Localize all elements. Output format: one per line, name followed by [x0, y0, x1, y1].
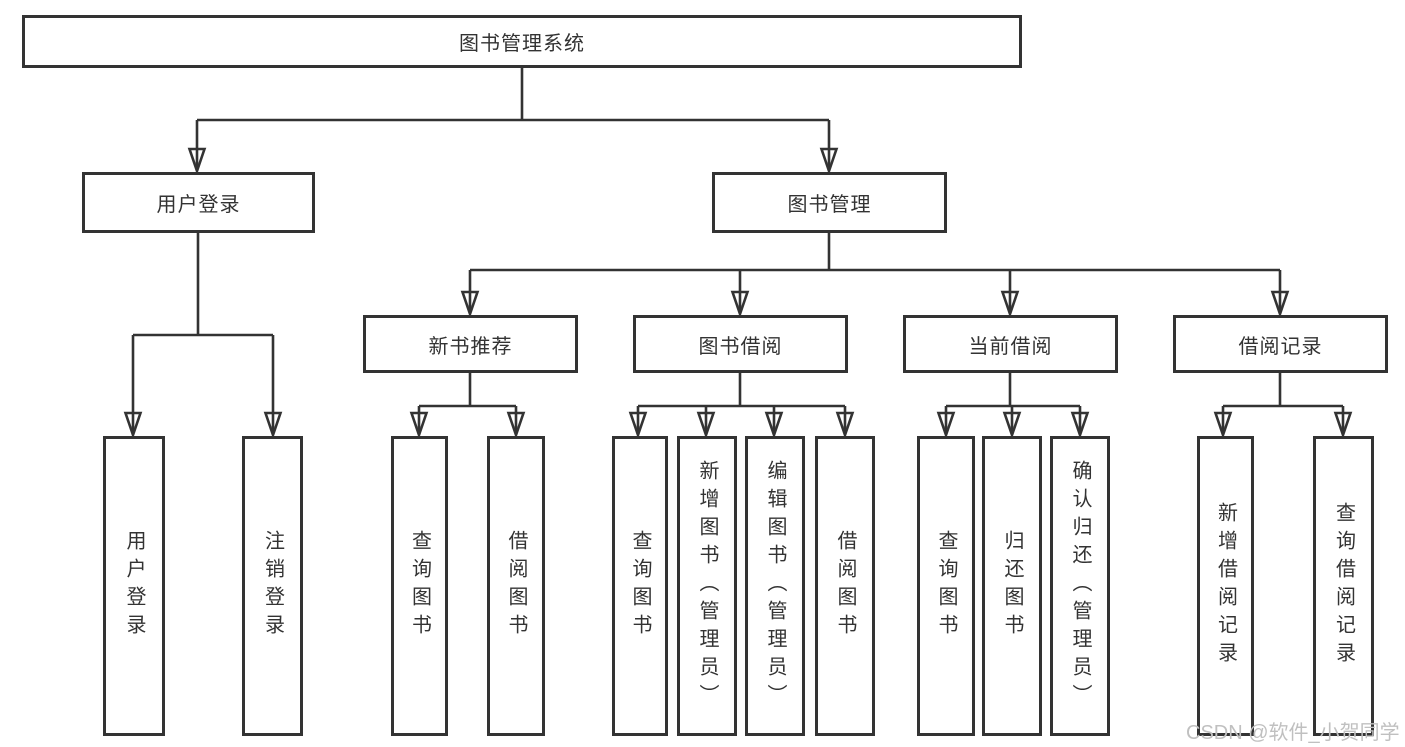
node-user-login: 用户登录 — [82, 172, 315, 233]
node-label: 借阅图书 — [834, 530, 856, 642]
csdn-watermark: CSDN @软件_小贺同学 — [1186, 722, 1400, 744]
node-borrow-books: 借阅图书 — [815, 436, 875, 736]
node-label: 用户登录 — [156, 194, 241, 216]
node-query-books-current: 查询图书 — [917, 436, 975, 736]
node-label: 查询图书 — [629, 530, 651, 642]
node-label: 确认归还（管理员） — [1069, 460, 1091, 712]
node-current-borrowing: 当前借阅 — [903, 315, 1118, 373]
node-edit-books-admin: 编辑图书（管理员） — [745, 436, 805, 736]
node-label: 查询借阅记录 — [1332, 502, 1355, 670]
node-book-management: 图书管理 — [712, 172, 947, 233]
node-root-system: 图书管理系统 — [22, 15, 1022, 68]
node-new-book-recommend: 新书推荐 — [363, 315, 578, 373]
node-logout: 注销登录 — [242, 436, 303, 736]
node-add-books-admin: 新增图书（管理员） — [677, 436, 737, 736]
node-query-borrow-record: 查询借阅记录 — [1313, 436, 1374, 736]
node-borrow-books-recommend: 借阅图书 — [487, 436, 545, 736]
node-label: 新增借阅记录 — [1214, 502, 1237, 670]
node-label: 新增图书（管理员） — [696, 460, 718, 712]
node-label: 用户登录 — [123, 530, 145, 642]
node-label: 图书管理 — [787, 194, 872, 216]
node-label: 图书管理系统 — [459, 33, 585, 55]
node-label: 新书推荐 — [428, 335, 513, 358]
node-query-books-recommend: 查询图书 — [391, 436, 448, 736]
node-label: 查询图书 — [935, 530, 957, 642]
node-label: 当前借阅 — [968, 335, 1053, 358]
node-confirm-return-admin: 确认归还（管理员） — [1050, 436, 1110, 736]
node-return-books: 归还图书 — [982, 436, 1042, 736]
node-label: 借阅图书 — [505, 530, 527, 642]
node-borrowing-records: 借阅记录 — [1173, 315, 1388, 373]
node-label: 注销登录 — [261, 530, 284, 642]
node-label: 编辑图书（管理员） — [764, 460, 786, 712]
node-query-books-borrowing: 查询图书 — [612, 436, 668, 736]
node-label: 查询图书 — [408, 530, 431, 642]
node-label: 图书借阅 — [698, 335, 783, 358]
node-book-borrowing: 图书借阅 — [633, 315, 848, 373]
node-user-login-leaf: 用户登录 — [103, 436, 165, 736]
node-add-borrow-record: 新增借阅记录 — [1197, 436, 1254, 736]
node-label: 借阅记录 — [1238, 335, 1323, 358]
node-label: 归还图书 — [1001, 530, 1023, 642]
